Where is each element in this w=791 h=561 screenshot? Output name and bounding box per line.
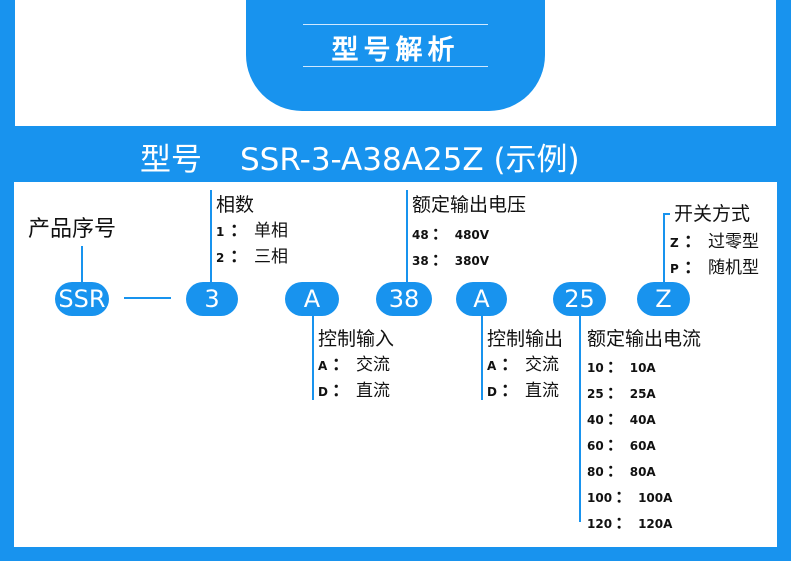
option-switch-p: P：随机型	[670, 258, 759, 278]
leader-switch-tick	[663, 213, 670, 215]
pill-phase: 3	[186, 282, 238, 316]
pill-input: A	[285, 282, 339, 316]
label-switch: 开关方式	[674, 203, 751, 225]
pill-current: 25	[553, 282, 606, 316]
label-product: 产品序号	[28, 217, 117, 242]
label-current: 额定输出电流	[587, 328, 702, 350]
leader-product	[81, 246, 83, 282]
pill-ssr: SSR	[55, 282, 109, 316]
option-current-25: 25：25A	[587, 383, 656, 402]
title-rule-bottom	[303, 66, 488, 67]
leader-current	[579, 313, 581, 522]
model-label: 型号	[140, 142, 202, 178]
option-voltage-38: 38：380V	[412, 250, 490, 269]
leader-output	[481, 313, 483, 400]
leader-switch	[663, 213, 665, 282]
option-voltage-48: 48：480V	[412, 224, 490, 243]
model-value: SSR-3-A38A25Z (示例)	[240, 142, 580, 178]
pill-voltage: 38	[376, 282, 432, 316]
model-band: 型号 SSR-3-A38A25Z (示例)	[0, 126, 791, 182]
model-heading: 型号 SSR-3-A38A25Z (示例)	[140, 134, 580, 179]
option-phase-2: 2：三相	[216, 247, 288, 267]
option-input-d: D：直流	[318, 381, 390, 401]
leader-phase	[210, 190, 212, 282]
title-tab: 型号解析	[246, 0, 545, 111]
option-current-80: 80：80A	[587, 461, 656, 480]
label-output: 控制输出	[487, 328, 564, 350]
label-phase: 相数	[216, 194, 255, 216]
pill-output: A	[456, 282, 507, 316]
option-output-a: A：交流	[487, 355, 559, 375]
pill-switch: Z	[637, 282, 690, 316]
option-current-40: 40：40A	[587, 409, 656, 428]
option-switch-z: Z：过零型	[670, 232, 759, 252]
label-input: 控制输入	[318, 328, 395, 350]
leader-input	[312, 313, 314, 400]
option-current-100: 100：100A	[587, 487, 673, 506]
label-voltage: 额定输出电压	[412, 194, 527, 216]
option-phase-1: 1：单相	[216, 221, 288, 241]
connector-ssr-3	[124, 297, 171, 299]
leader-voltage	[406, 190, 408, 282]
option-current-120: 120：120A	[587, 513, 673, 532]
option-input-a: A：交流	[318, 355, 390, 375]
page-title: 型号解析	[331, 35, 460, 66]
option-current-10: 10：10A	[587, 357, 656, 376]
option-output-d: D：直流	[487, 381, 559, 401]
title-rule-top	[303, 24, 488, 25]
option-current-60: 60：60A	[587, 435, 656, 454]
